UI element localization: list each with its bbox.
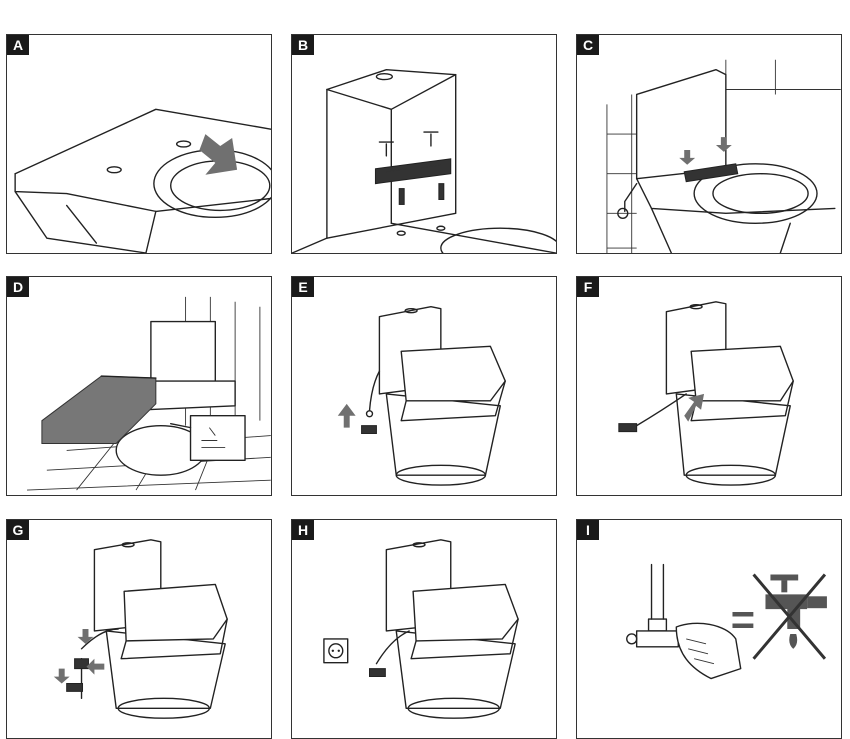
tank-bracket-illustration bbox=[292, 68, 556, 253]
mounting-plate-icon bbox=[374, 158, 452, 185]
panel-label: A bbox=[7, 35, 29, 55]
panel-label: F bbox=[577, 277, 599, 297]
anchor-icon bbox=[398, 188, 405, 205]
panel-a: A bbox=[6, 34, 272, 254]
panel-label: D bbox=[7, 277, 29, 297]
valve-icon bbox=[369, 668, 386, 678]
panel-c: C bbox=[576, 34, 842, 254]
open-valve-illustration: = bbox=[626, 563, 827, 680]
mounting-plate-icon bbox=[683, 163, 739, 183]
panel-d: D bbox=[6, 276, 272, 496]
panel-b: B bbox=[291, 34, 557, 254]
power-outlet-icon bbox=[323, 638, 349, 664]
panel-i: I = bbox=[576, 519, 842, 739]
left-arrow-icon bbox=[86, 658, 105, 675]
down-arrow-icon bbox=[199, 134, 238, 175]
attach-hose-illustration bbox=[337, 306, 506, 486]
valve-icon bbox=[618, 423, 638, 433]
panel-e: E bbox=[291, 276, 557, 496]
faucet-icon bbox=[765, 574, 827, 649]
panel-label: H bbox=[292, 520, 314, 540]
diagonal-arrow-icon bbox=[684, 393, 705, 422]
down-arrow-icon bbox=[77, 629, 94, 644]
down-arrow-icon bbox=[715, 137, 732, 152]
panel-label: I bbox=[577, 520, 599, 540]
anchor-icon bbox=[438, 183, 445, 200]
panel-label: B bbox=[292, 35, 314, 55]
toilet-top-illustration bbox=[14, 108, 271, 253]
panel-label: G bbox=[7, 520, 29, 540]
cross-icon bbox=[752, 573, 827, 660]
detail-callout bbox=[189, 415, 246, 462]
panel-h: H bbox=[291, 519, 557, 739]
up-arrow-icon bbox=[337, 403, 356, 428]
bidet-seat-icon bbox=[123, 583, 228, 642]
tee-valve-illustration bbox=[53, 539, 228, 719]
valve-icon bbox=[635, 630, 679, 648]
bidet-seat-icon bbox=[690, 345, 794, 402]
bidet-seat-icon bbox=[400, 345, 506, 402]
connect-hose-illustration bbox=[618, 301, 794, 486]
hand-icon bbox=[675, 622, 742, 680]
panel-g: G bbox=[6, 519, 272, 739]
panel-label: C bbox=[577, 35, 599, 55]
power-outlet-illustration bbox=[323, 539, 519, 719]
slide-seat-illustration bbox=[27, 296, 271, 491]
tee-valve-icon bbox=[74, 658, 89, 670]
bracket-fastened-illustration bbox=[606, 59, 841, 253]
bidet-seat-icon bbox=[412, 583, 519, 642]
panel-label: E bbox=[292, 277, 314, 297]
down-arrow-icon bbox=[679, 149, 696, 165]
down-arrow-icon bbox=[53, 668, 70, 684]
valve-icon bbox=[66, 683, 84, 692]
panel-f: F bbox=[576, 276, 842, 496]
equals-sign: = bbox=[731, 596, 755, 643]
valve-icon bbox=[361, 425, 377, 435]
